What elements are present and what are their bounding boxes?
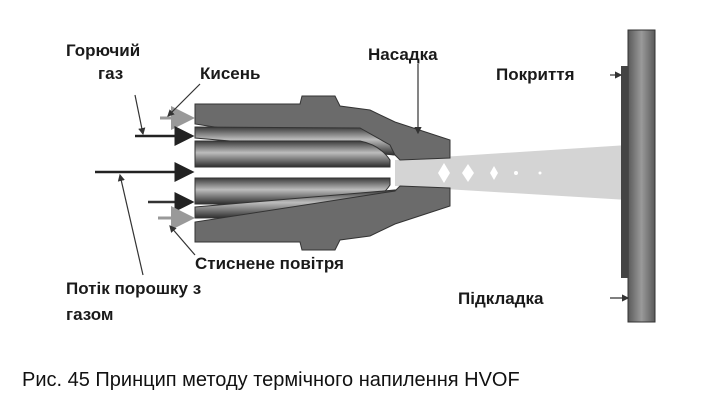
oxygen-leader: [167, 83, 201, 117]
label-nozzle: Насадка: [368, 45, 438, 64]
compressed-air-leader: [169, 225, 196, 256]
label-oxygen: Кисень: [200, 64, 260, 83]
label-fuel-gas-line1: Горючий: [66, 41, 140, 60]
fuel-gas-leader: [134, 94, 146, 136]
label-powder-flow-line1: Потік порошку з: [66, 279, 201, 298]
substrate-plate: [627, 29, 656, 323]
spray-gun: [194, 95, 451, 251]
label-substrate: Підкладка: [458, 289, 544, 308]
label-powder-flow-line2: газом: [66, 305, 114, 324]
shock-diamonds: [438, 163, 542, 183]
figure-caption: Рис. 45 Принцип методу термічного напиле…: [22, 369, 520, 391]
coating-layer: [621, 66, 628, 278]
label-fuel-gas-line2: газ: [98, 64, 123, 83]
label-compressed-air: Стиснене повітря: [195, 254, 344, 273]
spray-jet: [395, 145, 628, 200]
powder-flow-leader: [117, 173, 144, 276]
label-coating: Покриття: [496, 65, 575, 84]
